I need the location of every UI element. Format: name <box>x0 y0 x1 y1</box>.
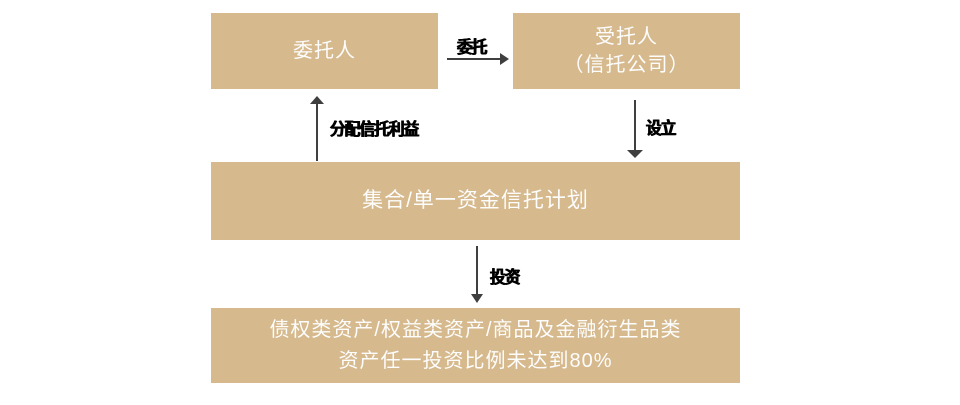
assets-label-line1: 债权类资产/权益类资产/商品及金融衍生品类 <box>269 318 682 341</box>
assets-node: 债权类资产/权益类资产/商品及金融衍生品类 资产任一投资比例未达到80% <box>211 308 740 383</box>
invest-edge-label: 投资 <box>490 268 520 287</box>
arrow-down-icon <box>627 150 643 158</box>
trustee-label-line2: （信托公司） <box>563 54 690 76</box>
arrow-down-icon <box>471 294 483 303</box>
trustee-label-line1: 受托人 <box>595 26 658 48</box>
trust-plan-label: 集合/单一资金信托计划 <box>362 189 589 212</box>
invest-arrow-line <box>476 246 478 294</box>
principal-node: 委托人 <box>211 13 438 89</box>
distribute-edge-label: 分配信托利益 <box>330 120 419 139</box>
entrust-arrow-line <box>447 58 501 60</box>
arrow-up-icon <box>310 96 324 104</box>
establish-arrow-line <box>634 100 636 150</box>
trust-plan-node: 集合/单一资金信托计划 <box>211 162 740 240</box>
assets-label-line2: 资产任一投资比例未达到80% <box>338 349 613 372</box>
principal-label: 委托人 <box>293 40 356 62</box>
establish-edge-label: 设立 <box>646 119 676 138</box>
distribute-arrow-line <box>316 103 318 161</box>
entrust-edge-label: 委托 <box>457 38 487 57</box>
arrow-right-icon <box>500 53 509 65</box>
trustee-node: 受托人 （信托公司） <box>513 13 740 89</box>
